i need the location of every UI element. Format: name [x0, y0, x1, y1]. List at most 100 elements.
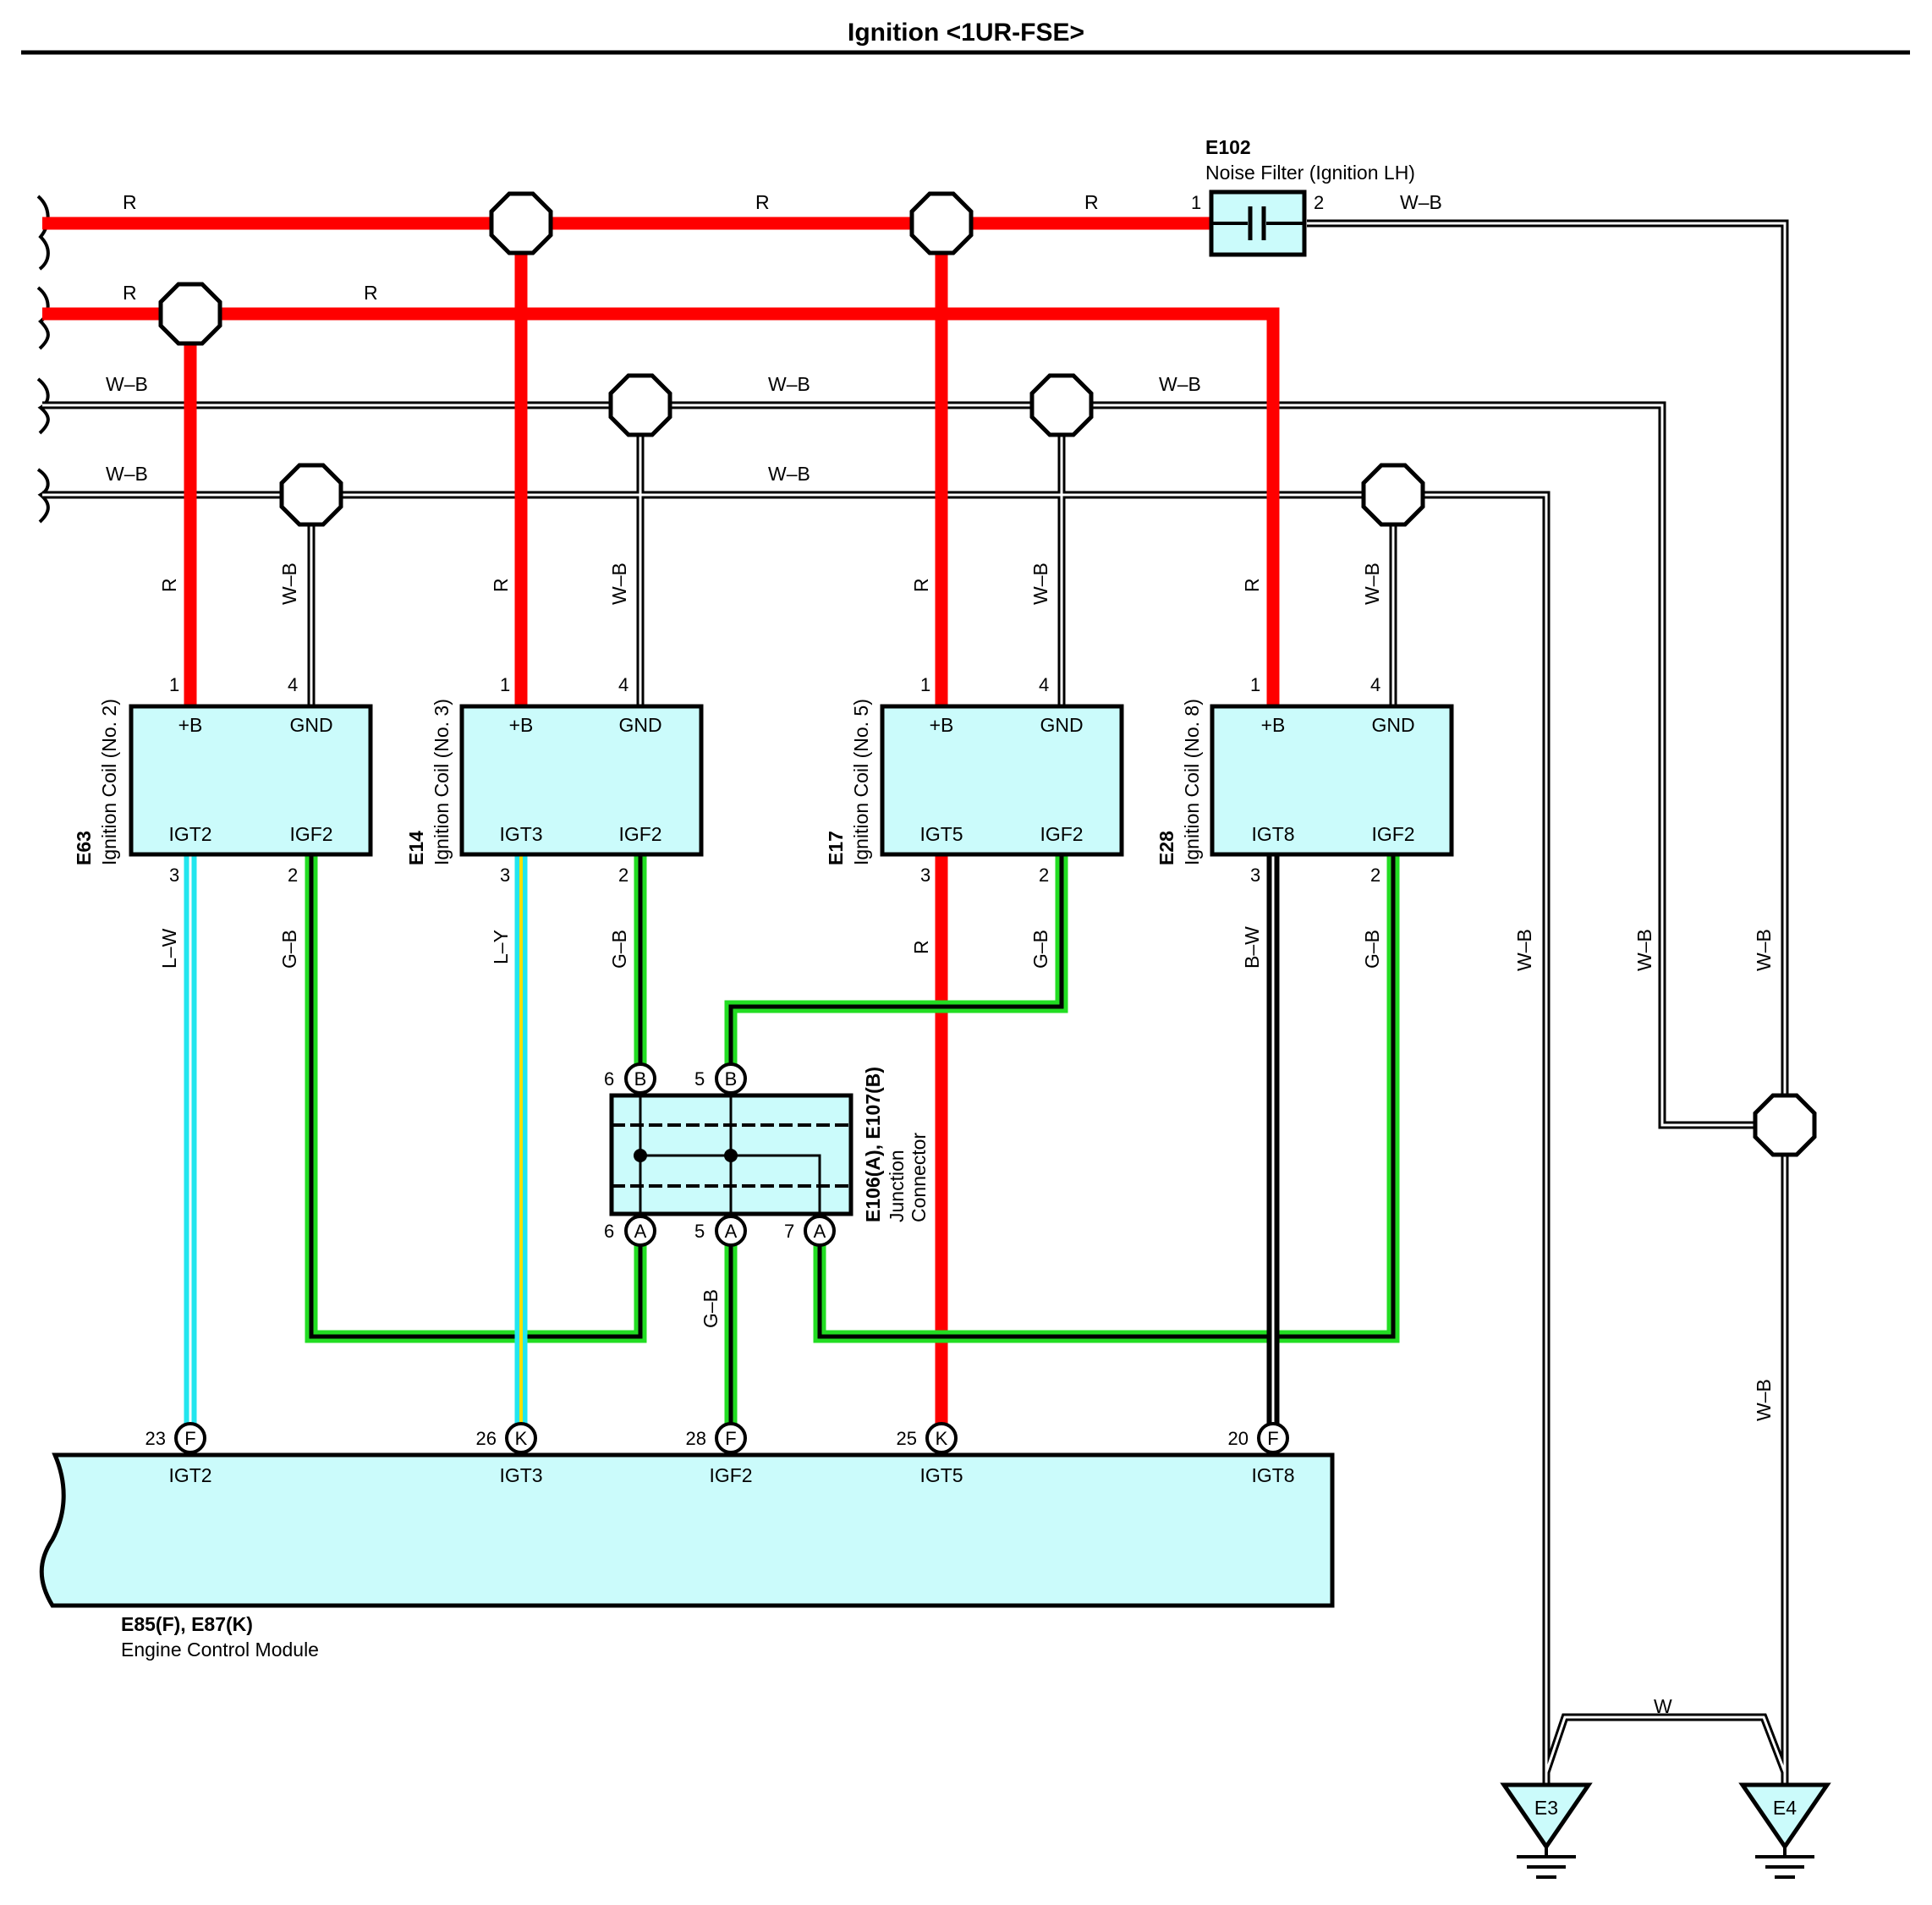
svg-text:G–B: G–B — [700, 1289, 722, 1328]
splice-point — [282, 465, 341, 524]
ignition-coil-e63: 1 4 3 2 +B GND IGT2 IGF2 E63 Ignition Co… — [73, 674, 373, 886]
svg-text:G–B: G–B — [608, 930, 630, 969]
engine-control-module: E85(F), E87(K) Engine Control Module F 2… — [39, 1422, 1335, 1661]
svg-text:K: K — [515, 1428, 528, 1449]
svg-text:B: B — [634, 1068, 647, 1090]
svg-text:W–B: W–B — [1753, 1379, 1775, 1421]
svg-text:IGF2: IGF2 — [289, 823, 332, 845]
svg-text:W–B: W–B — [1753, 929, 1775, 971]
svg-text:28: 28 — [686, 1428, 706, 1449]
svg-text:3: 3 — [1250, 865, 1260, 886]
splice-point — [912, 194, 971, 253]
svg-text:E85(F), E87(K): E85(F), E87(K) — [121, 1613, 253, 1635]
svg-text:4: 4 — [618, 674, 628, 695]
svg-text:R: R — [910, 578, 932, 592]
svg-text:2: 2 — [1370, 865, 1380, 886]
svg-text:Ignition Coil (No. 2): Ignition Coil (No. 2) — [98, 699, 120, 865]
svg-text:R: R — [1084, 191, 1099, 213]
svg-text:GND: GND — [289, 714, 332, 736]
gb-wires — [305, 854, 1400, 1438]
splice-point — [611, 376, 670, 435]
svg-text:7: 7 — [784, 1221, 794, 1242]
svg-text:IGT5: IGT5 — [919, 1464, 963, 1486]
page-title: Ignition <1UR-FSE> — [848, 19, 1084, 47]
svg-text:GND: GND — [1040, 714, 1083, 736]
svg-text:20: 20 — [1228, 1428, 1249, 1449]
signal-wires — [184, 854, 1280, 1438]
svg-text:W–B: W–B — [1633, 929, 1655, 971]
svg-text:E17: E17 — [825, 831, 847, 865]
svg-text:4: 4 — [1039, 674, 1049, 695]
splice-point — [1032, 376, 1091, 435]
svg-text:+B: +B — [1261, 714, 1286, 736]
svg-text:5: 5 — [694, 1068, 705, 1090]
ignition-coil-e17: 1 4 3 2 +B GND IGT5 IGF2 E17 Ignition Co… — [825, 674, 1124, 886]
svg-text:K: K — [936, 1428, 948, 1449]
ignition-coil-e28: 1 4 3 2 +B GND IGT8 IGF2 E28 Ignition Co… — [1155, 674, 1454, 886]
svg-text:W–B: W–B — [1361, 563, 1383, 605]
svg-text:W–B: W–B — [1513, 929, 1535, 971]
svg-text:W–B: W–B — [106, 463, 148, 485]
svg-text:IGT8: IGT8 — [1251, 1464, 1294, 1486]
noise-filter-e102: E102 Noise Filter (Ignition LH) 1 2 — [1191, 136, 1415, 257]
svg-text:2: 2 — [1314, 192, 1324, 213]
svg-text:6: 6 — [604, 1068, 614, 1090]
svg-text:IGT2: IGT2 — [168, 823, 211, 845]
svg-text:3: 3 — [920, 865, 930, 886]
svg-text:3: 3 — [169, 865, 179, 886]
ecm-pin-igt8: F 20 IGT8 — [1228, 1422, 1295, 1486]
svg-text:R: R — [123, 282, 137, 304]
svg-text:IGF2: IGF2 — [1371, 823, 1414, 845]
svg-text:L–Y: L–Y — [490, 930, 512, 964]
svg-text:Junction: Junction — [886, 1150, 908, 1222]
horizontal-wire-labels: R R R R R W–B W–B W–B W–B W–B W–B W — [106, 191, 1672, 1717]
svg-text:F: F — [184, 1428, 195, 1449]
svg-text:25: 25 — [897, 1428, 917, 1449]
ground-e3: E3 — [1500, 1782, 1593, 1879]
svg-text:IGT2: IGT2 — [168, 1464, 211, 1486]
splice-point — [161, 284, 220, 343]
svg-text:R: R — [123, 191, 137, 213]
svg-text:E106(A), E107(B): E106(A), E107(B) — [862, 1067, 884, 1222]
svg-text:W: W — [1654, 1695, 1672, 1717]
svg-text:G–B: G–B — [278, 930, 300, 969]
svg-text:23: 23 — [145, 1428, 166, 1449]
svg-text:26: 26 — [476, 1428, 497, 1449]
svg-text:IGT5: IGT5 — [919, 823, 963, 845]
svg-text:E63: E63 — [73, 831, 95, 865]
svg-text:IGF2: IGF2 — [709, 1464, 752, 1486]
svg-text:R: R — [910, 940, 932, 954]
svg-text:G–B: G–B — [1361, 930, 1383, 969]
svg-text:G–B: G–B — [1029, 930, 1051, 969]
svg-text:GND: GND — [1371, 714, 1414, 736]
ecm-pin-igf2: F 28 IGF2 — [686, 1422, 753, 1486]
ecm-pin-igt3: K 26 IGT3 — [476, 1422, 543, 1486]
ecm-pin-igt5: K 25 IGT5 — [897, 1422, 963, 1486]
svg-text:2: 2 — [618, 865, 628, 886]
svg-text:IGF2: IGF2 — [618, 823, 661, 845]
vertical-wire-labels: R W–B R W–B R W–B R W–B L–W G–B L–Y G–B … — [158, 563, 1775, 1421]
svg-text:IGF2: IGF2 — [1040, 823, 1083, 845]
svg-text:W–B: W–B — [768, 373, 810, 395]
ground-e4: E4 — [1738, 1782, 1831, 1879]
svg-text:W–B: W–B — [278, 563, 300, 605]
splice-point — [491, 194, 551, 253]
svg-text:A: A — [634, 1221, 647, 1242]
svg-text:4: 4 — [288, 674, 298, 695]
svg-text:2: 2 — [288, 865, 298, 886]
svg-text:W–B: W–B — [106, 373, 148, 395]
svg-text:L–W: L–W — [158, 928, 180, 969]
svg-text:R: R — [490, 578, 512, 592]
svg-text:B: B — [725, 1068, 738, 1090]
svg-text:+B: +B — [930, 714, 954, 736]
svg-text:Noise Filter (Ignition LH): Noise Filter (Ignition LH) — [1205, 162, 1415, 184]
ecm-pin-igt2: F 23 IGT2 — [145, 1422, 212, 1486]
splice-point — [1364, 465, 1423, 524]
svg-text:2: 2 — [1039, 865, 1049, 886]
ground-icon — [1738, 1782, 1831, 1851]
svg-text:4: 4 — [1370, 674, 1380, 695]
svg-text:3: 3 — [500, 865, 510, 886]
svg-text:R: R — [364, 282, 378, 304]
svg-text:W–B: W–B — [768, 463, 810, 485]
